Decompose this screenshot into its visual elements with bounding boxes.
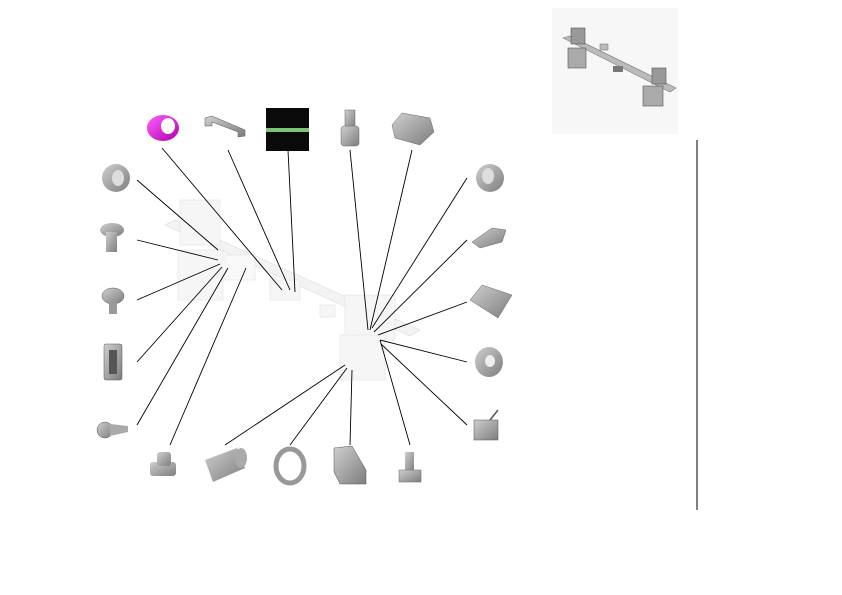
part-eccentric-cam[interactable] — [471, 227, 507, 249]
assembly-thumbnail — [552, 8, 678, 134]
part-mushroom-button[interactable] — [100, 223, 124, 252]
part-clip[interactable] — [103, 343, 123, 381]
part-tube-spacer[interactable] — [205, 448, 247, 482]
part-profile-preview[interactable] — [266, 108, 309, 151]
part-screw-with-washer[interactable] — [101, 287, 125, 314]
part-stepped-pin[interactable] — [340, 109, 360, 147]
part-handle-bracket[interactable] — [204, 115, 246, 138]
part-flat-washer[interactable] — [475, 347, 503, 377]
part-wedge-block[interactable] — [469, 284, 513, 319]
part-micro-switch[interactable] — [473, 409, 499, 441]
part-hex-bolt[interactable] — [398, 452, 422, 483]
part-mounting-bracket[interactable] — [333, 445, 367, 485]
part-flanged-bushing-left[interactable] — [102, 164, 130, 192]
part-slot-nut[interactable] — [391, 112, 435, 146]
central-assembly — [164, 199, 421, 381]
leader-lines — [136, 147, 468, 446]
part-o-ring[interactable] — [273, 446, 307, 486]
part-flanged-bushing-right[interactable] — [476, 164, 504, 192]
part-shoulder-stud[interactable] — [150, 452, 176, 476]
part-ring-highlighted[interactable] — [147, 115, 179, 141]
part-pan-head-screw[interactable] — [96, 421, 128, 439]
